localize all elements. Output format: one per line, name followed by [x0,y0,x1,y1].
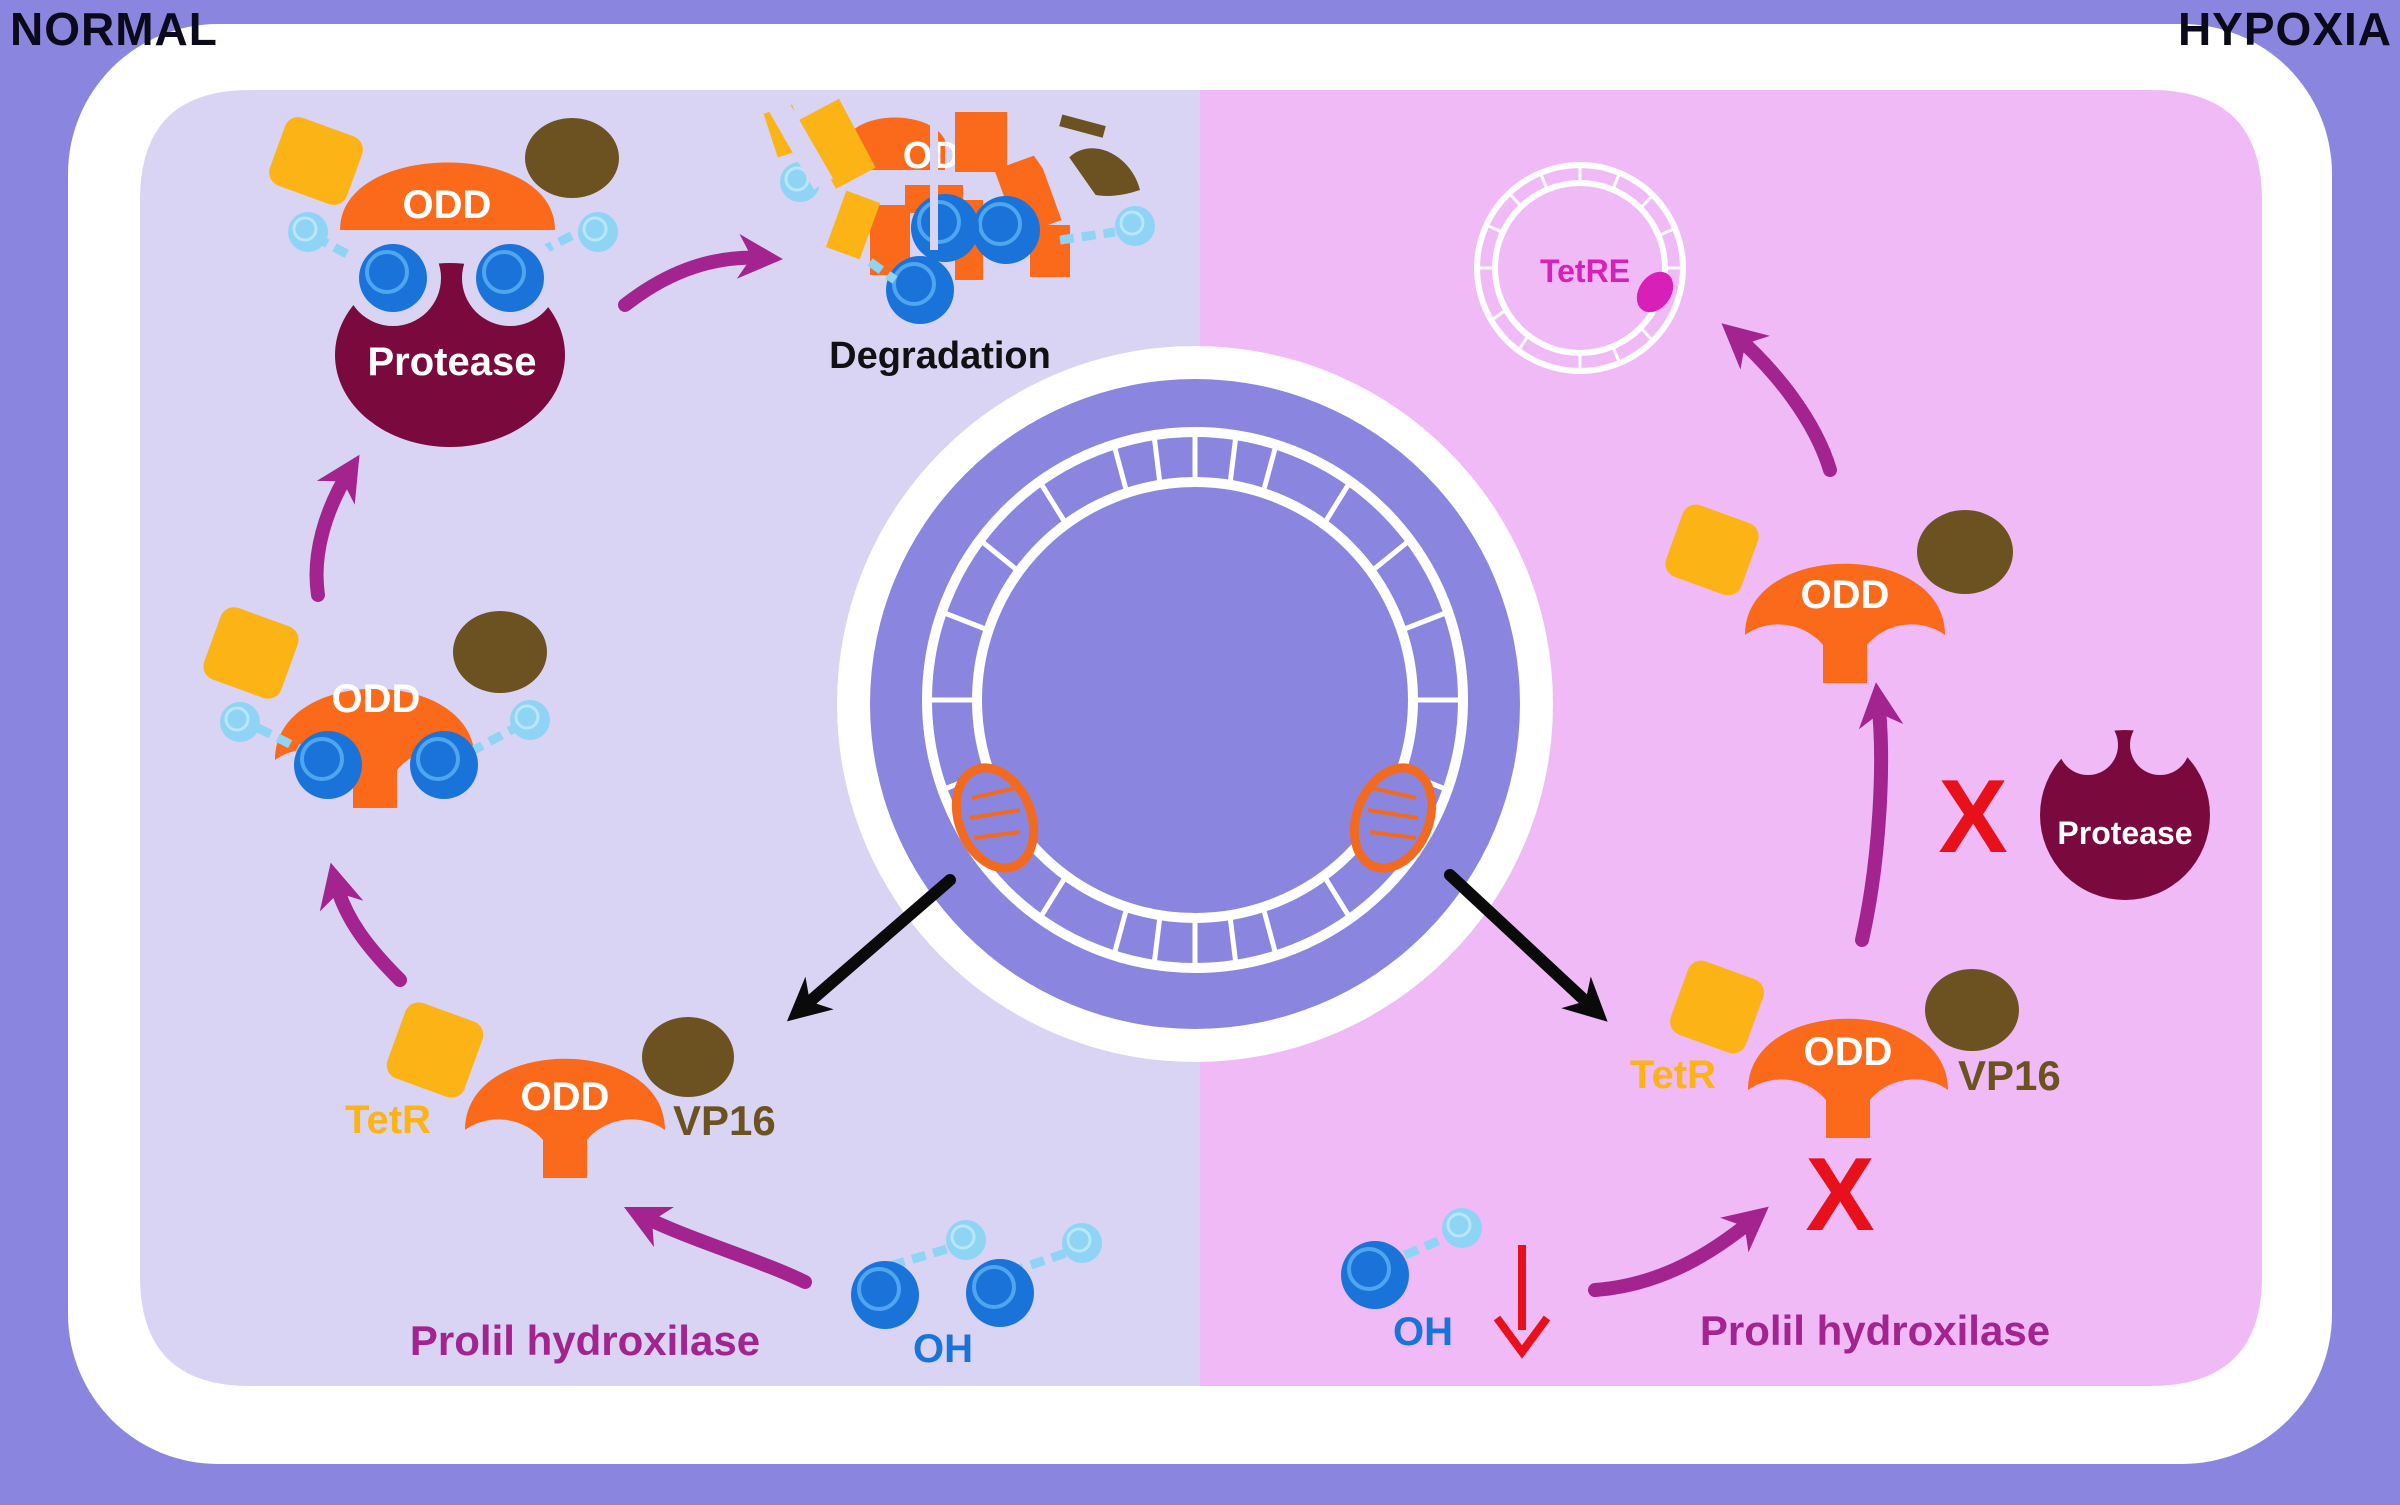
dna-plasmid-icon [922,427,1468,973]
odd-label: ODD [403,183,492,227]
hypoxia-cycle-arrows [1588,323,1904,1297]
arrow-complex-stabilized [1855,682,1904,947]
hydroxyl-group-icon [849,1218,1104,1331]
arrow-enzyme-to-complex [623,1206,812,1289]
tetr-odd-vp16-complex-hypoxia: ODD TetR VP16 [1630,960,2061,1138]
protease-label: Protease [368,340,537,384]
nucleus-output-arrows [786,869,1608,1022]
odd-label: ODD [332,677,421,721]
tetr-label: TetR [345,1098,431,1142]
oh-label: OH [1393,1310,1453,1354]
stable-complex-hypoxia: ODD [1665,504,2013,683]
prolil-hydroxilase-label: Prolil hydroxilase [410,1317,760,1364]
degradation-label: Degradation [829,335,1051,377]
inhibition-x-icon: X [1805,1137,1874,1253]
hydroxylated-complex: ODD [203,607,552,808]
arrow-to-normal [786,874,956,1022]
oh-label: OH [913,1327,973,1371]
arrow-enzyme-blocked [1588,1206,1769,1297]
tetr-label: TetR [1630,1053,1716,1097]
hydroxyl-group-icon [1339,1206,1484,1311]
normal-title: NORMAL [10,3,218,55]
normal-cycle-arrows [309,234,812,1289]
prolil-hydroxilase-label: Prolil hydroxilase [1700,1307,2050,1354]
odd-label: ODD [1801,573,1890,617]
odd-label: ODD [521,1075,610,1119]
hypoxia-title: HYPOXIA [2177,3,2392,55]
arrow-to-hypoxia [1444,869,1608,1022]
protease-complex: ODD Protease [269,117,620,447]
dna-orange-segment-left [951,763,1039,873]
tetre-site [1636,271,1674,313]
tetre-plasmid-icon [1474,162,1686,374]
odd-label: ODD [1804,1030,1893,1074]
inactive-protease: Protease [2040,715,2210,900]
arrow-complex-to-hydroxylated [319,862,407,987]
degradation-fragments: ODD [763,98,1157,326]
hypoxia-panel [1200,90,2262,1386]
arrow-hydroxylated-to-protease [309,454,360,602]
nucleus [870,379,1520,1029]
tetr-odd-vp16-complex-normal: ODD TetR VP16 [345,1002,776,1178]
down-arrow-icon [1493,1245,1551,1359]
dna-orange-segment-right [1349,763,1437,873]
inhibition-x-icon: X [1938,759,2007,875]
vp16-label: VP16 [673,1097,776,1144]
protease-label: Protease [2057,815,2192,851]
arrow-to-tetre [1721,323,1837,477]
vp16-label: VP16 [1958,1052,2061,1099]
tetre-label: TetRE [1540,253,1630,289]
arrow-protease-to-degradation [618,234,783,312]
